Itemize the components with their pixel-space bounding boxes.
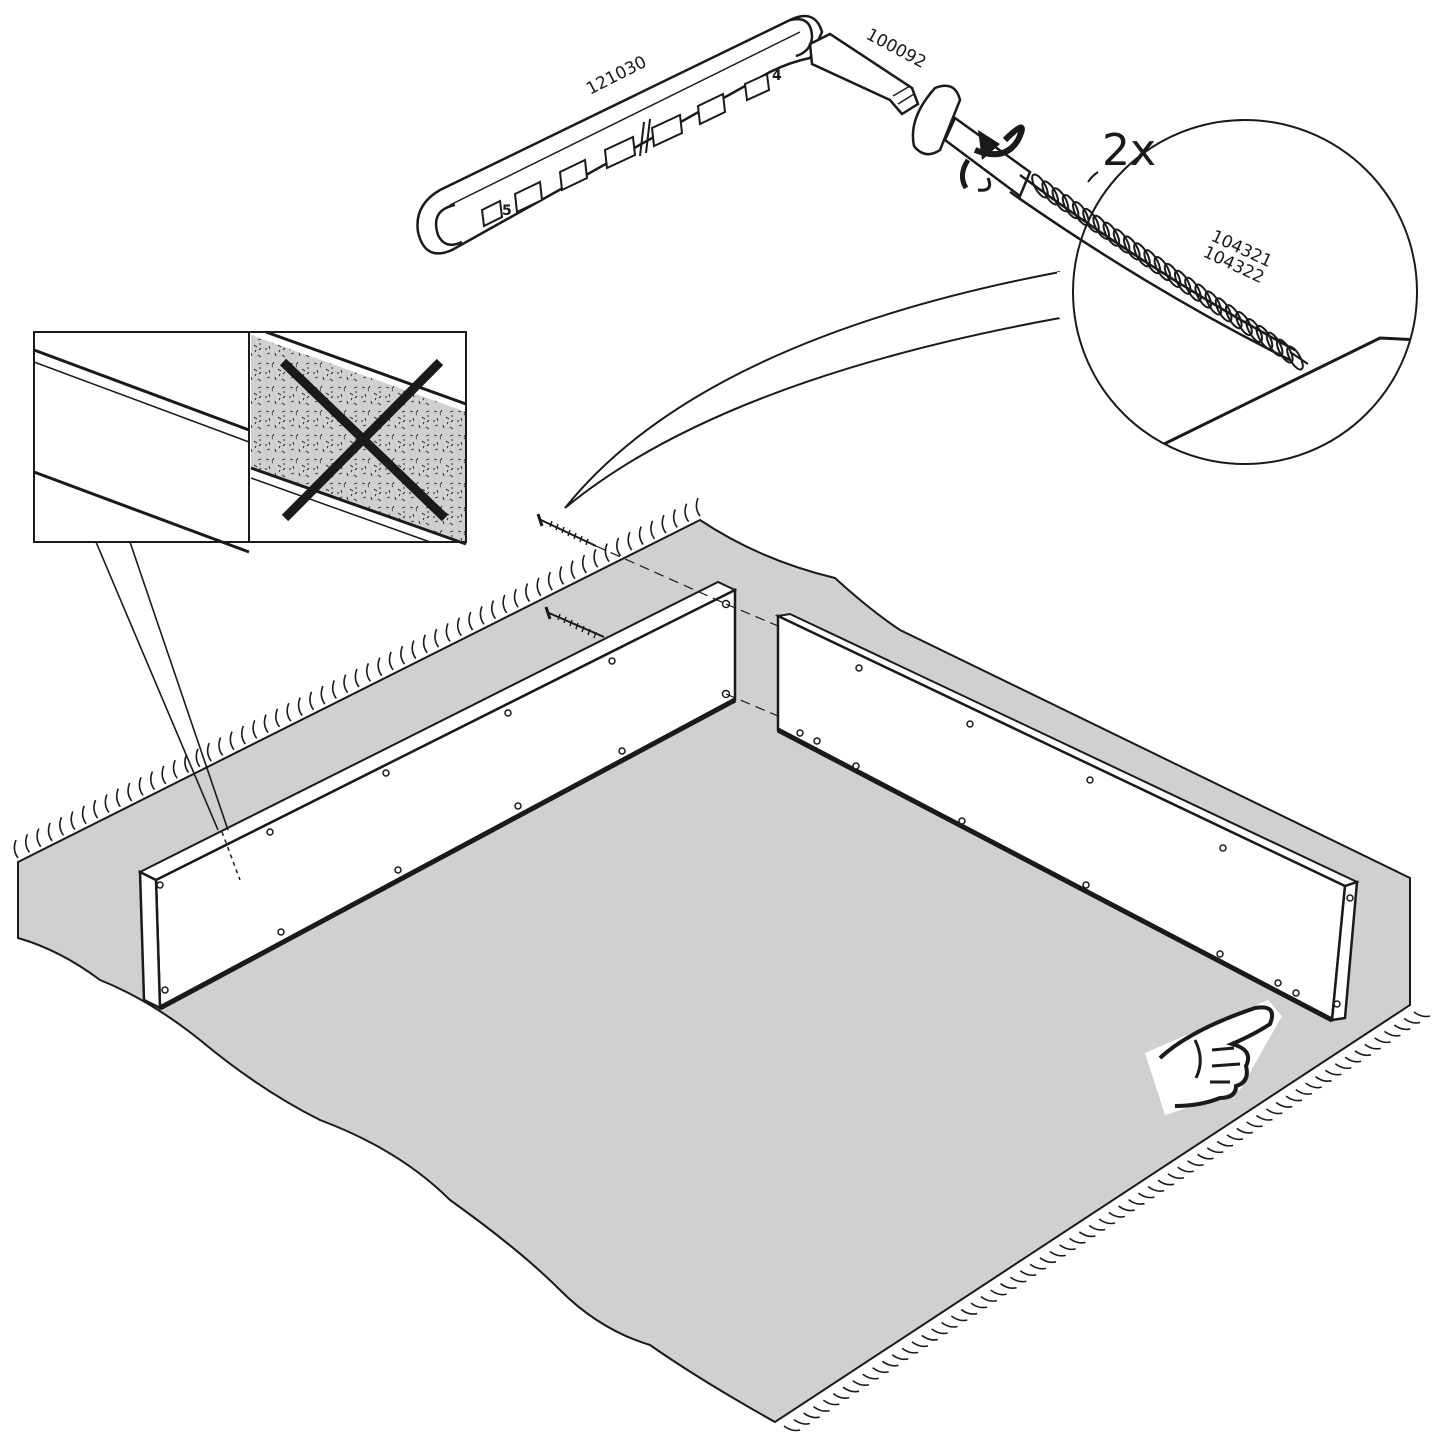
pointing-hand-icon xyxy=(1145,1000,1282,1115)
edge-detail-inset xyxy=(33,330,467,831)
rug-fringe-bottom xyxy=(783,1011,1431,1432)
rotation-arrow-icon xyxy=(960,124,1025,192)
left-side-panel xyxy=(137,580,738,1011)
wrench-mark-5: 5 xyxy=(502,203,512,219)
screw-lower xyxy=(544,606,605,639)
screw-zoom-bubble xyxy=(564,119,1418,509)
screw-upper xyxy=(536,513,597,547)
right-side-panel xyxy=(774,612,1360,1023)
large-screw xyxy=(911,84,1309,371)
wrong-orientation-view xyxy=(33,330,467,546)
screws-in-scene xyxy=(536,513,779,717)
hex-wrench-tool: 5 4 xyxy=(416,14,824,255)
rug-fringe-top xyxy=(13,497,701,859)
wrench-mark-4: 4 xyxy=(772,68,782,84)
correct-orientation-view xyxy=(33,348,250,554)
cross-mark-icon xyxy=(279,358,449,522)
quantity-label: 2x xyxy=(1102,125,1156,176)
hex-key-tool xyxy=(808,32,920,116)
